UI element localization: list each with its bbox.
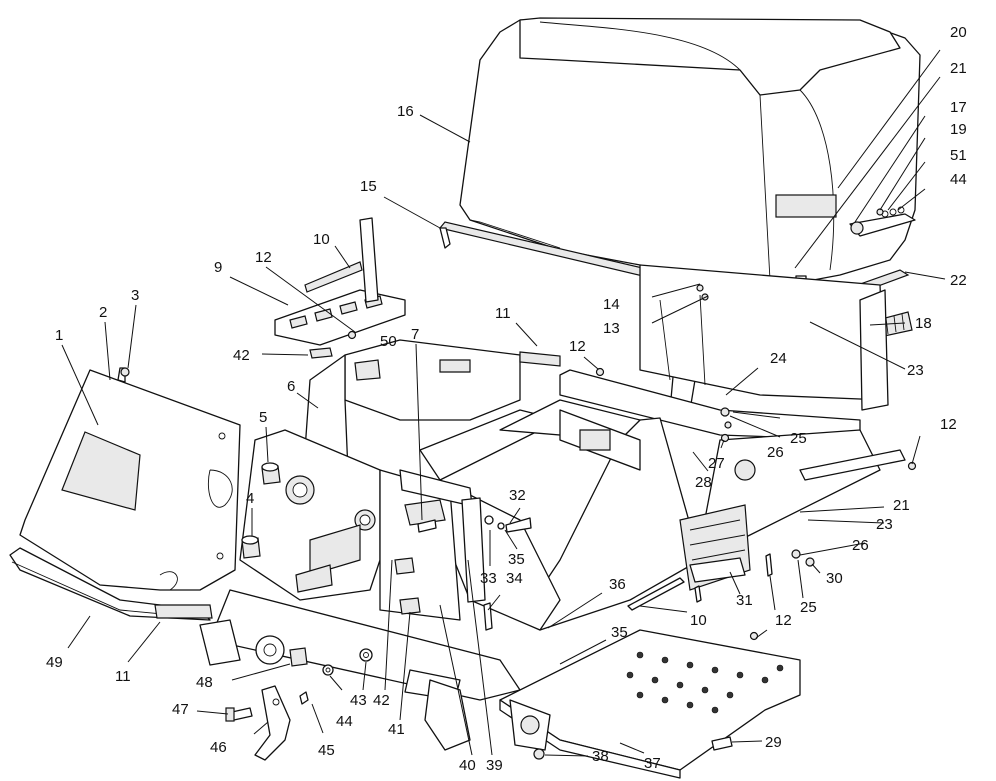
callout-2: 2 bbox=[99, 304, 107, 321]
callout-18: 18 bbox=[915, 315, 932, 332]
callout-30: 30 bbox=[826, 570, 843, 587]
control-bracket bbox=[304, 217, 379, 303]
bolt-47 bbox=[225, 707, 253, 722]
callout-19: 19 bbox=[950, 121, 967, 138]
callout-27: 27 bbox=[708, 455, 725, 472]
front-panel bbox=[19, 367, 241, 591]
bar-10-lower bbox=[627, 577, 685, 611]
callout-7: 7 bbox=[411, 326, 419, 343]
callout-12-d: 12 bbox=[775, 612, 792, 629]
callout-11-lower: 11 bbox=[115, 668, 131, 685]
callout-3: 3 bbox=[131, 287, 139, 304]
callout-35-lower: 35 bbox=[611, 624, 628, 641]
seat bbox=[459, 17, 921, 301]
callout-12-a: 12 bbox=[255, 249, 272, 266]
callout-10-upper: 10 bbox=[313, 231, 330, 248]
callout-23-upper: 23 bbox=[907, 362, 924, 379]
callout-34: 34 bbox=[506, 570, 523, 587]
callout-21-upper: 21 bbox=[950, 60, 967, 77]
frame-crossmember bbox=[499, 399, 641, 471]
callout-26-lower: 26 bbox=[852, 537, 869, 554]
side-plate-strip bbox=[461, 497, 486, 603]
callout-25-upper: 25 bbox=[790, 430, 807, 447]
callout-35-upper: 35 bbox=[508, 551, 525, 568]
callout-10-lower: 10 bbox=[690, 612, 707, 629]
callout-32: 32 bbox=[509, 487, 526, 504]
callout-26-upper: 26 bbox=[767, 444, 784, 461]
callout-25-lower: 25 bbox=[800, 599, 817, 616]
callout-38: 38 bbox=[592, 748, 609, 765]
footrest-plate bbox=[499, 629, 801, 779]
callout-41: 41 bbox=[388, 721, 405, 738]
leader-lines bbox=[61, 49, 946, 757]
callout-44-upper: 44 bbox=[950, 171, 967, 188]
callout-36: 36 bbox=[609, 576, 626, 593]
callout-21-lower: 21 bbox=[893, 497, 910, 514]
trim-strip-left bbox=[154, 604, 213, 619]
callout-43: 43 bbox=[350, 692, 367, 709]
callout-42-lower: 42 bbox=[373, 692, 390, 709]
callout-6: 6 bbox=[287, 378, 295, 395]
callout-5: 5 bbox=[259, 409, 267, 426]
callout-48: 48 bbox=[196, 674, 213, 691]
callout-9: 9 bbox=[214, 259, 222, 276]
callout-28: 28 bbox=[695, 474, 712, 491]
seat-adjust-lever bbox=[849, 206, 916, 237]
callout-46: 46 bbox=[210, 739, 227, 756]
callout-29: 29 bbox=[765, 734, 782, 751]
callout-23-lower: 23 bbox=[876, 516, 893, 533]
callout-4: 4 bbox=[246, 490, 254, 507]
callout-13: 13 bbox=[603, 320, 620, 337]
callout-24: 24 bbox=[770, 350, 787, 367]
washer-43 bbox=[359, 648, 373, 662]
callout-33: 33 bbox=[480, 570, 497, 587]
callout-22: 22 bbox=[950, 272, 967, 289]
bushing-square bbox=[289, 647, 308, 667]
callout-51: 51 bbox=[950, 147, 967, 164]
callout-49: 49 bbox=[46, 654, 63, 671]
callout-39: 39 bbox=[486, 757, 503, 774]
callout-15: 15 bbox=[360, 178, 377, 195]
footrest-holes bbox=[626, 651, 784, 714]
callout-1: 1 bbox=[55, 327, 63, 344]
callout-50: 50 bbox=[380, 333, 397, 350]
callout-14: 14 bbox=[603, 296, 620, 313]
bushing-lower bbox=[241, 535, 261, 559]
callout-20: 20 bbox=[950, 24, 967, 41]
small-shields bbox=[394, 557, 421, 615]
decal-small bbox=[309, 347, 333, 359]
washer-44 bbox=[322, 664, 334, 676]
callout-12-c: 12 bbox=[940, 416, 957, 433]
bushing-upper bbox=[261, 462, 281, 485]
fastener-bolts bbox=[120, 208, 917, 760]
callout-40: 40 bbox=[459, 757, 476, 774]
side-plate-left bbox=[379, 469, 473, 621]
callout-labels: 1 2 3 4 5 6 7 9 10 10 11 11 12 12 12 12 … bbox=[46, 24, 967, 774]
bolt-12-lower bbox=[694, 553, 773, 603]
callout-44-lower: 44 bbox=[336, 713, 353, 730]
callout-12-b: 12 bbox=[569, 338, 586, 355]
pin bbox=[299, 691, 309, 705]
callout-47: 47 bbox=[172, 701, 189, 718]
callout-31: 31 bbox=[736, 592, 753, 609]
front-axle bbox=[199, 589, 521, 701]
callout-17: 17 bbox=[950, 99, 967, 116]
pedal-bracket bbox=[254, 685, 291, 761]
rear-frame-leg bbox=[424, 679, 551, 751]
callout-37: 37 bbox=[644, 755, 661, 772]
callout-45: 45 bbox=[318, 742, 335, 759]
callout-42-upper: 42 bbox=[233, 347, 250, 364]
callout-16: 16 bbox=[397, 103, 414, 120]
callout-11-upper: 11 bbox=[495, 305, 511, 322]
bracket-31 bbox=[689, 557, 746, 583]
trim-strip-upper bbox=[519, 351, 561, 367]
steering-support bbox=[239, 429, 381, 601]
